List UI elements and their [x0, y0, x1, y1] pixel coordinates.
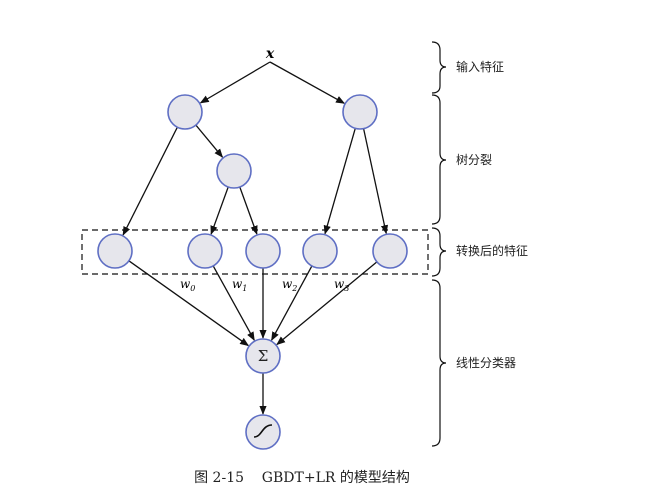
sigmoid-icon: [253, 424, 273, 438]
input-label: x: [265, 46, 275, 62]
sum-node: [245, 338, 281, 374]
transformed-features-box: [81, 229, 429, 275]
section-label-tree-split: 树分裂: [456, 152, 492, 167]
sum-symbol: Σ: [258, 347, 269, 365]
brace-linear-classifier: [431, 279, 447, 447]
brace-tree-split: [431, 94, 447, 225]
weight-label-w2: w2: [282, 277, 297, 293]
edge-leaf1-sum: [212, 265, 255, 342]
tree1-root-node: [167, 94, 203, 130]
section-label-transformed-features: 转换后的特征: [456, 243, 528, 258]
weight-label-w1: w1: [232, 277, 247, 293]
weight-label-w0: w0: [180, 277, 195, 293]
edge-tree1-child: [195, 124, 224, 158]
leaf-node-0: [97, 233, 133, 269]
leaf-node-4: [372, 233, 408, 269]
edge-leaf4-sum: [276, 261, 378, 346]
brace-transformed-features: [431, 227, 447, 277]
edge-leaf0-sum: [128, 260, 250, 347]
nodes: [97, 94, 408, 450]
edge-tree1-leaf0: [122, 126, 178, 236]
leaf-node-3: [302, 233, 338, 269]
leaf-node-2: [245, 233, 281, 269]
figure-caption: 图 2-15 GBDT+LR 的模型结构: [194, 470, 410, 486]
edge-input-tree2: [269, 61, 346, 104]
leaf-node-1: [187, 233, 223, 269]
section-label-linear-classifier: 线性分类器: [456, 356, 516, 370]
edge-input-tree1: [199, 61, 271, 104]
tree1-child-node: [216, 153, 252, 189]
weight-label-w3: w3: [334, 277, 349, 293]
edge-child-leaf2: [239, 186, 258, 235]
edges: [122, 61, 389, 415]
sigmoid-output-node: [245, 414, 281, 450]
edge-tree2-leaf3: [323, 128, 356, 235]
section-label-input-features: 输入特征: [456, 59, 504, 74]
edge-leaf3-sum: [271, 265, 313, 341]
edge-child-leaf1: [210, 186, 229, 235]
brace-input-features: [431, 41, 447, 94]
edge-tree2-leaf4: [362, 128, 389, 235]
tree2-root-node: [342, 94, 378, 130]
